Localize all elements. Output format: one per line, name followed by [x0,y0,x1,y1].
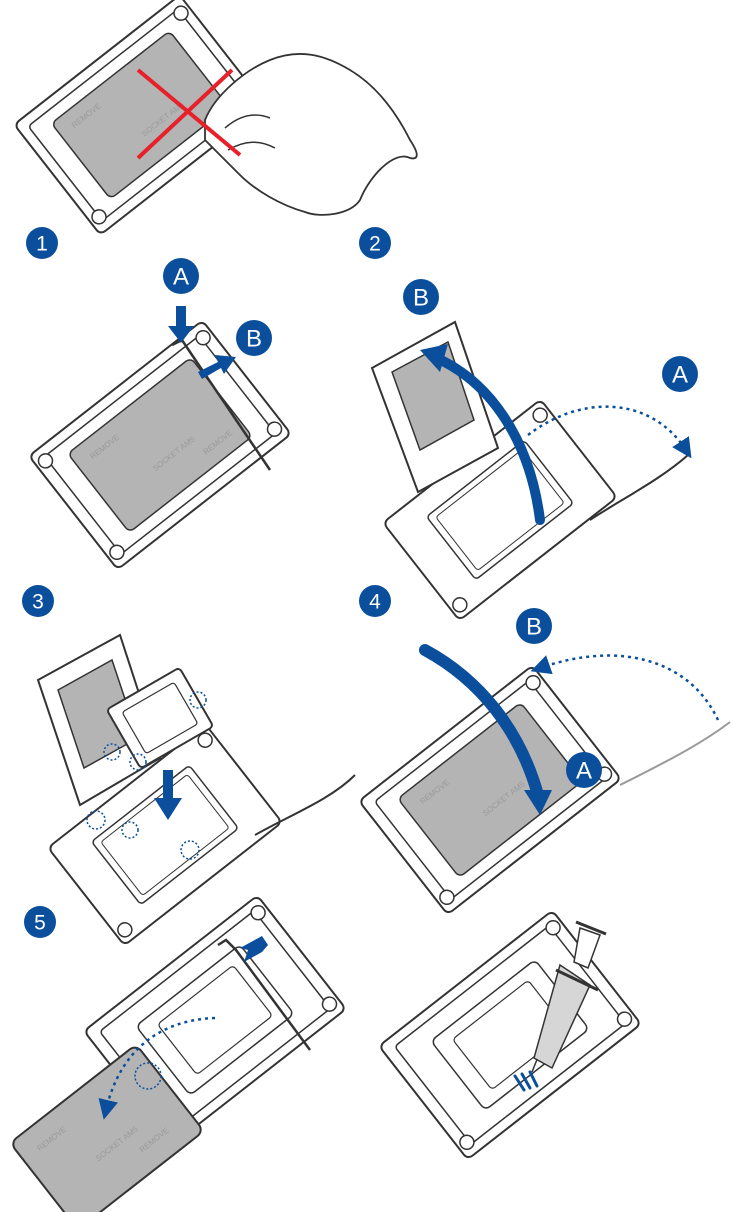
callout-a-step-1-label: A [173,264,189,291]
lever-step-1 [171,338,272,471]
callout-b-step-2: B [403,279,439,315]
insert-cpu-arrow-icon [154,770,182,820]
step-4-badge: 4 [359,585,391,617]
lift-arrow-head-icon [420,344,448,372]
step-5-badge: 5 [24,906,56,938]
alignment-marker-5 [180,840,200,860]
warning-illustration: REMOVE SOCKET AM5 [15,0,418,234]
callout-b-step-1-label: B [246,326,262,353]
callout-a-step-4-label: A [576,758,592,785]
lever-return-dotted-arrow-icon [530,654,720,721]
step-2-badge: 2 [359,227,391,259]
chip-cover-step-4 [399,704,581,876]
callout-b-step-4: B [516,608,552,644]
red-cross-icon [136,68,242,160]
lift-arrow-icon [427,351,545,525]
cpu-step-3 [107,668,213,768]
step-1-number: 1 [36,233,48,256]
alignment-marker-2 [129,753,147,771]
lever-swing-dotted-arrow-icon [527,405,692,459]
push-right-arrow-icon [198,355,236,379]
step-4: 4 REMOVE SOCKET AM5 B A [359,585,731,914]
lever-step-4 [619,721,731,786]
press-down-arrow-icon [168,306,194,343]
callout-b-step-1: B [236,320,272,356]
callout-a-step-2-label: A [672,362,688,389]
close-plate-arrow-head-icon [524,790,552,815]
removed-cover-step-5: REMOVE SOCKET AM5 REMOVE [12,1046,202,1212]
callout-b-step-4-label: B [526,614,542,641]
open-socket-step-3 [36,633,356,945]
step-3-number: 3 [32,591,44,614]
step-5: 5 REMOVE SOCKET AM5 REMOVE [12,896,345,1212]
callout-a-step-1: A [163,258,199,294]
hand-outline [204,53,418,216]
step-1: 1 REMOVE SOCKET AM5 REMOVE A B [26,227,290,569]
closed-socket-paste [380,911,640,1159]
socket-step-4: REMOVE SOCKET AM5 [360,666,620,914]
step-2: 2 B A [359,227,698,620]
thermal-paste-step [380,911,640,1159]
alignment-marker-1 [103,743,121,761]
alignment-marker-6 [121,821,139,839]
lever-step-3 [254,774,356,836]
step-3-badge: 3 [22,585,54,617]
alignment-markers [86,691,207,860]
close-plate-arrow-icon [419,644,544,801]
red-cross-line-2 [136,68,234,160]
cover-pop-dotted-arrow-icon [98,1016,216,1120]
lever-step-2 [589,454,689,521]
paste-mark-1 [513,1074,526,1092]
alignment-marker-4 [86,810,106,830]
callout-a-step-4: A [566,752,602,788]
step-1-badge: 1 [26,227,58,259]
callout-b-step-2-label: B [413,285,429,312]
chip-cover-top [53,32,227,198]
step-5-number: 5 [34,912,46,935]
syringe-icon [531,920,607,1073]
lever-step-5 [217,938,312,1051]
paste-mark-2 [520,1072,532,1090]
step-3: 3 [22,585,356,945]
callout-a-step-2: A [662,356,698,392]
lock-lever-arrow-icon [240,936,268,962]
cover-release-marker [134,1062,162,1090]
alignment-marker-3 [189,691,207,709]
paste-application-marks-icon [513,1070,539,1092]
step-2-number: 2 [369,233,381,256]
step-4-number: 4 [369,591,381,614]
paste-mark-3 [528,1070,539,1088]
